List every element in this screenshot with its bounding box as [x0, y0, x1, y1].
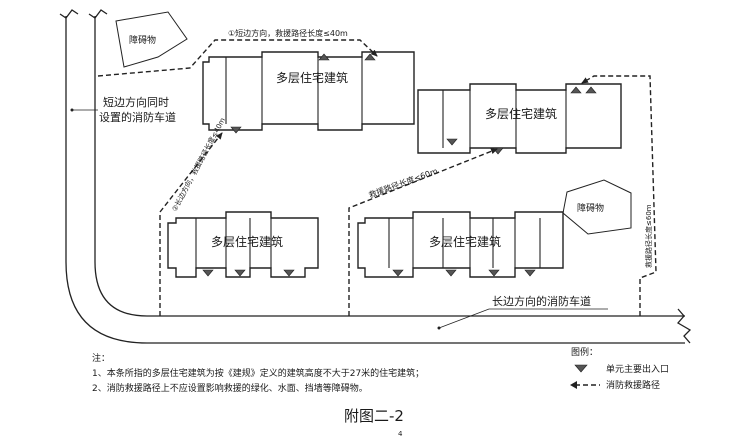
building-b: 多层住宅建筑	[417, 83, 622, 155]
entrance-marker	[234, 269, 246, 277]
obstacle-top: 障碍物	[115, 11, 188, 68]
route-middle-label: 救援路径长度≤60m	[367, 166, 439, 200]
rescue-route-3	[348, 148, 498, 316]
legend-title: 图例：	[571, 346, 598, 358]
entrance-marker	[445, 269, 457, 277]
entrance-marker	[283, 269, 295, 277]
building-d-label: 多层住宅建筑	[429, 234, 501, 249]
building-c: 多层住宅建筑	[167, 211, 319, 278]
entrance-marker	[202, 269, 214, 277]
entrance-marker	[364, 53, 376, 61]
entrance-marker	[585, 86, 597, 94]
road-break-right	[676, 308, 692, 344]
entrance-marker	[570, 86, 582, 94]
entrance-marker	[392, 269, 404, 277]
short-side-road-label-line-2: 设置的消防车道	[99, 110, 176, 124]
building-b-label: 多层住宅建筑	[485, 106, 557, 121]
note-item-1: 1、本条所指的多层住宅建筑为按《建规》定义的建筑高度不大于27米的住宅建筑；	[92, 367, 424, 379]
notes-heading: 注：	[92, 352, 110, 364]
rescue-route-2	[159, 132, 223, 316]
legend-entrance-label: 单元主要出入口	[606, 363, 669, 375]
entrance-marker	[318, 53, 330, 61]
fire-lane-short-side	[59, 9, 685, 344]
short-side-road-callout: 短边方向同时 设置的消防车道	[70, 95, 176, 124]
obstacle-right-label: 障碍物	[577, 202, 604, 214]
building-a: 多层住宅建筑	[202, 51, 415, 134]
short-side-road-label-line-1: 短边方向同时	[103, 95, 169, 109]
long-side-road-callout: 长边方向的消防车道	[437, 294, 608, 330]
obstacle-right: 障碍物	[562, 179, 632, 235]
building-a-label: 多层住宅建筑	[276, 70, 348, 85]
building-d: 多层住宅建筑	[357, 211, 564, 278]
long-side-road-label: 长边方向的消防车道	[492, 294, 591, 308]
route-right-label: 救援路径长度≤60m	[644, 204, 653, 268]
route-2-label: ②长边方向，救援路径长度≤40m	[170, 116, 227, 213]
legend: 图例： 单元主要出入口 消防救援路径	[570, 346, 669, 391]
entrance-marker	[524, 269, 536, 277]
rescue-route-4	[581, 75, 657, 316]
route-1-label: ①短边方向，救援路径长度≤40m	[228, 28, 348, 38]
notes: 注： 1、本条所指的多层住宅建筑为按《建规》定义的建筑高度不大于27米的住宅建筑…	[92, 352, 424, 394]
building-c-label: 多层住宅建筑	[211, 234, 283, 249]
legend-route-label: 消防救援路径	[606, 379, 660, 391]
entrance-marker	[446, 138, 458, 146]
obstacle-top-label: 障碍物	[129, 34, 156, 46]
legend-entrance-icon	[574, 364, 588, 373]
rescue-routes	[97, 39, 657, 316]
note-item-2: 2、消防救援路径上不应设置影响救援的绿化、水面、挡墙等障碍物。	[92, 382, 368, 394]
rescue-route-1	[97, 39, 378, 77]
page-mark: 4	[398, 430, 403, 437]
entrance-marker	[230, 126, 242, 134]
entrance-marker	[492, 147, 504, 155]
figure-caption: 附图二-2	[344, 407, 404, 425]
entrance-marker	[488, 269, 500, 277]
legend-route-arrow-icon	[570, 381, 577, 389]
